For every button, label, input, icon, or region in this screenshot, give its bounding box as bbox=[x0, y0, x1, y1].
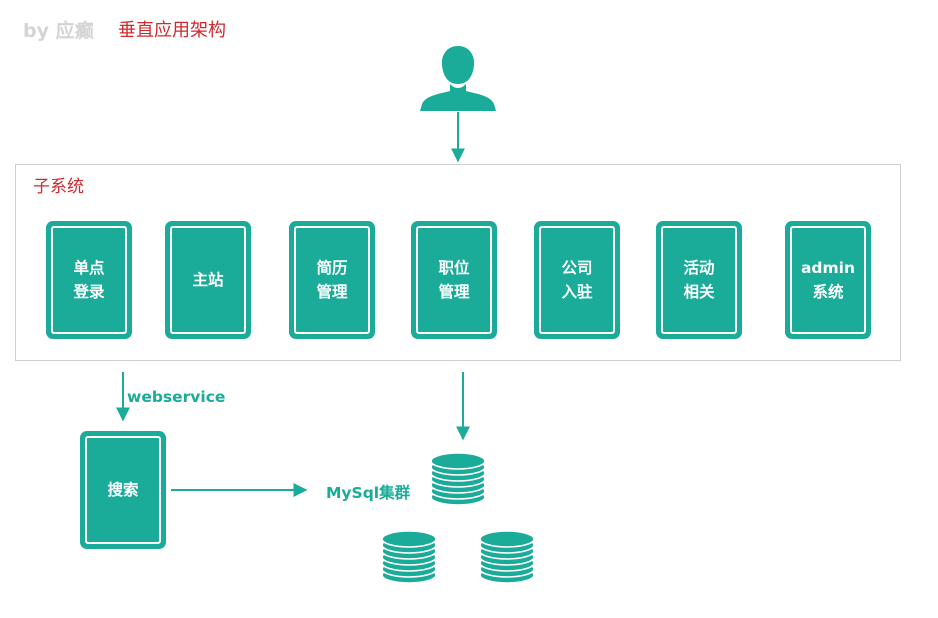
author-byline: by 应癫 bbox=[23, 20, 94, 42]
module-sso-line2: 登录 bbox=[73, 283, 105, 301]
database-icon bbox=[479, 530, 535, 584]
subsystem-label: 子系统 bbox=[33, 177, 84, 197]
database-icon bbox=[430, 452, 486, 506]
module-resume[interactable]: 简历管理 bbox=[289, 221, 375, 339]
module-company-line2: 入驻 bbox=[561, 283, 593, 301]
webservice-label: webservice bbox=[127, 388, 226, 406]
module-resume-line1: 简历 bbox=[316, 259, 348, 277]
module-activity[interactable]: 活动相关 bbox=[656, 221, 742, 339]
module-sso-line1: 单点 bbox=[73, 259, 105, 277]
module-resume-line2: 管理 bbox=[316, 283, 348, 301]
search-service[interactable]: 搜索 bbox=[80, 431, 166, 549]
module-company-line1: 公司 bbox=[561, 259, 593, 277]
module-activity-line2: 相关 bbox=[683, 283, 715, 301]
module-job[interactable]: 职位管理 bbox=[411, 221, 497, 339]
mysql-cluster-label: MySql集群 bbox=[326, 484, 411, 502]
module-job-line1: 职位 bbox=[438, 259, 470, 277]
database-icon bbox=[381, 530, 437, 584]
module-main-site[interactable]: 主站 bbox=[165, 221, 251, 339]
module-sso[interactable]: 单点登录 bbox=[46, 221, 132, 339]
module-main-site-line1: 主站 bbox=[192, 271, 224, 289]
module-admin[interactable]: admin 系统 bbox=[785, 221, 871, 339]
subsystem-container bbox=[15, 164, 901, 361]
module-activity-line1: 活动 bbox=[683, 259, 715, 277]
module-job-line2: 管理 bbox=[438, 283, 470, 301]
search-service-label: 搜索 bbox=[107, 481, 139, 499]
module-admin-line1: admin bbox=[800, 259, 856, 277]
user-icon bbox=[420, 46, 496, 111]
module-admin-line2: 系统 bbox=[812, 283, 844, 301]
module-company[interactable]: 公司入驻 bbox=[534, 221, 620, 339]
diagram-title: 垂直应用架构 bbox=[118, 20, 226, 41]
